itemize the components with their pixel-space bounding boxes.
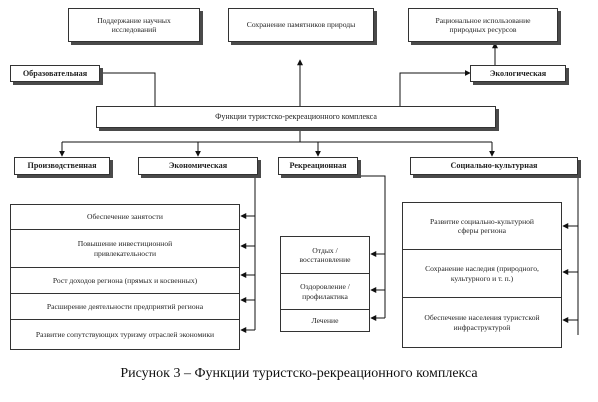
recreational-item: Отдых / восстановление [299, 245, 351, 264]
recreational-item: Лечение [281, 309, 369, 331]
economic-item: Развитие сопутствующих туризму отраслей … [11, 319, 239, 349]
recreational-list: Отдых / восстановление Оздоровление / пр… [280, 236, 370, 332]
box-central-functions: Функции туристско-рекреационного комплек… [96, 106, 496, 128]
box-production: Производственная [14, 157, 110, 175]
box-educational: Образовательная [10, 65, 100, 82]
sociocultural-item: Сохранение наследия (природного, культур… [403, 249, 561, 297]
recreational-item: Оздоровление / профилактика [281, 273, 369, 309]
economic-item: Рост доходов региона (прямых и косвенных… [11, 267, 239, 293]
economic-item: Расширение деятельности предприятий реги… [11, 293, 239, 319]
economic-list: Обеспечение занятости Повышение инвестиц… [10, 204, 240, 350]
economic-item: Повышение инвестиционной привлекательнос… [11, 229, 239, 267]
figure-caption: Рисунок 3 – Функции туристско-рекреацион… [120, 366, 478, 381]
box-nature-monuments: Сохранение памятников природы [228, 8, 374, 42]
box-resource-use: Рациональное использование природных рес… [408, 8, 558, 42]
arrow-central-to-educational [91, 70, 156, 106]
sociocultural-item: Развитие социально-культурной сферы реги… [429, 216, 534, 235]
line-recreational-spine [358, 175, 386, 318]
box-research: Поддержание научных исследований [68, 8, 200, 42]
sociocultural-list: Развитие социально-культурной сферы реги… [402, 202, 562, 348]
box-ecological: Экологическая [470, 65, 566, 82]
sociocultural-item: Обеспечение населения туристской инфраст… [403, 297, 561, 347]
economic-item: Обеспечение занятости [87, 212, 163, 222]
box-recreational: Рекреационная [278, 157, 358, 175]
box-sociocultural: Социально-культурная [410, 157, 578, 175]
arrow-central-to-ecological [399, 70, 471, 106]
box-economic: Экономическая [138, 157, 258, 175]
